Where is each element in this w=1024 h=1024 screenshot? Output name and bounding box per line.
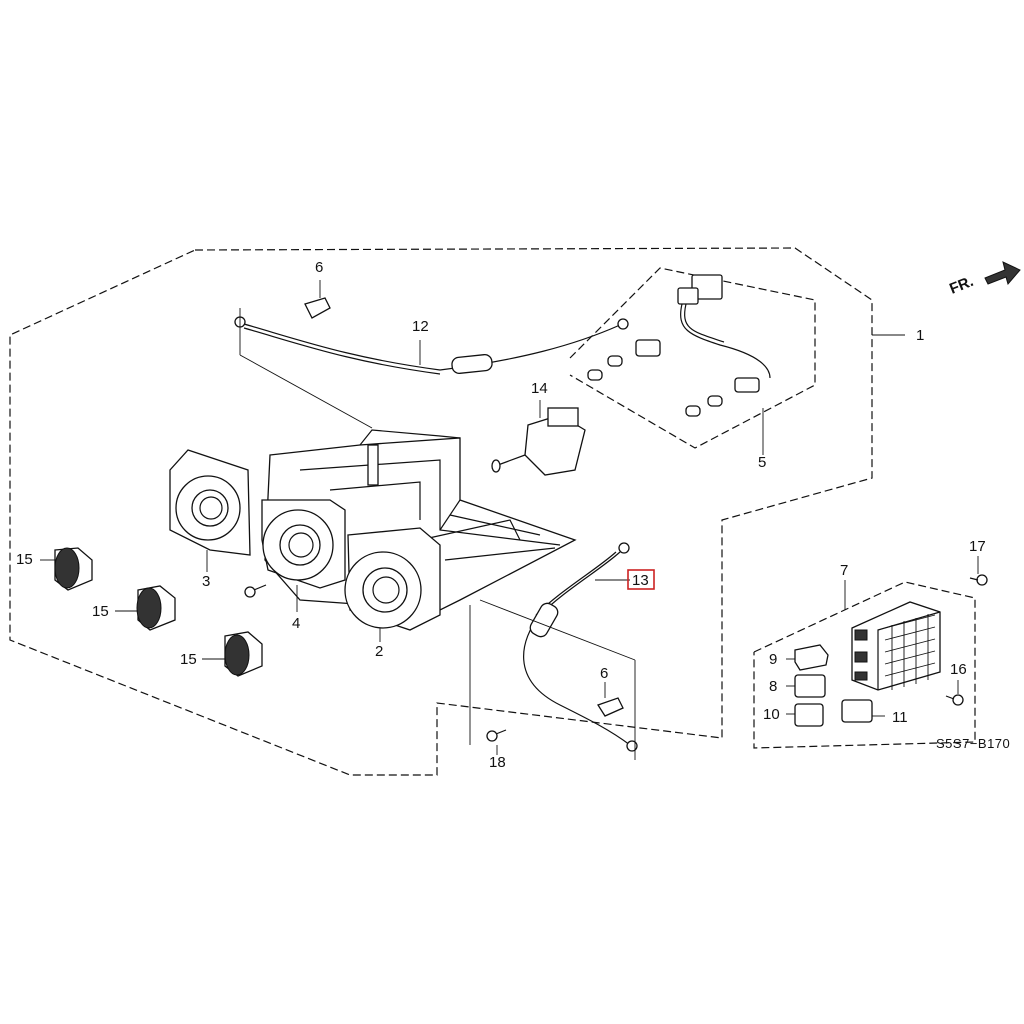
- switch-button-8: [786, 674, 826, 698]
- part-label-17: 17: [969, 538, 986, 555]
- highlight-box-13: [627, 569, 655, 590]
- fr-arrow-icon: [984, 261, 1021, 286]
- screw-16: [945, 680, 964, 706]
- part-label-7: 7: [840, 562, 848, 579]
- blower-switch-14: [491, 400, 586, 476]
- part-label-15-c: 15: [180, 651, 197, 668]
- clip-6-top: [304, 280, 331, 319]
- assembly-boundary: [9, 247, 873, 776]
- part-label-8: 8: [769, 678, 777, 695]
- part-label-3: 3: [202, 573, 210, 590]
- screw-17: [969, 556, 988, 586]
- part-label-14: 14: [531, 380, 548, 397]
- screw-18: [469, 605, 507, 755]
- control-unit-3: [169, 449, 251, 572]
- part-label-2: 2: [375, 643, 383, 660]
- clip-6-bottom: [597, 682, 624, 717]
- part-label-15-b: 15: [92, 603, 109, 620]
- wire-harness: [587, 274, 771, 417]
- control-unit-4: [261, 499, 346, 612]
- part-label-5: 5: [758, 454, 766, 471]
- diagram-code: S5S7−B170: [936, 736, 1010, 751]
- part-label-1: 1: [916, 327, 924, 344]
- part-label-6-bottom: 6: [600, 665, 608, 682]
- part-label-16: 16: [950, 661, 967, 678]
- switch-boundary: [753, 581, 976, 749]
- switch-cover-11: [841, 699, 885, 723]
- switch-button-9: [786, 644, 829, 671]
- part-label-15-a: 15: [16, 551, 33, 568]
- switch-button-10: [786, 703, 824, 727]
- cable-13: [479, 542, 638, 760]
- harness-boundary: [569, 267, 816, 449]
- part-label-10: 10: [763, 706, 780, 723]
- fr-label: FR.: [947, 273, 976, 298]
- part-label-13: 13: [632, 572, 649, 589]
- part-label-18: 18: [489, 754, 506, 771]
- control-unit-2: [344, 527, 441, 642]
- part-label-4: 4: [292, 615, 300, 632]
- knob-15-c: [202, 631, 263, 677]
- screw-small: [244, 584, 267, 598]
- knob-15-b: [115, 585, 176, 631]
- front-direction-indicator: FR.: [947, 261, 1021, 298]
- part-label-6-top: 6: [315, 259, 323, 276]
- part-label-9: 9: [769, 651, 777, 668]
- switch-assembly-7: [851, 601, 941, 691]
- cable-12: [234, 308, 629, 429]
- part-label-12: 12: [412, 318, 429, 335]
- part-label-11: 11: [892, 709, 908, 726]
- knob-15-a: [40, 547, 93, 591]
